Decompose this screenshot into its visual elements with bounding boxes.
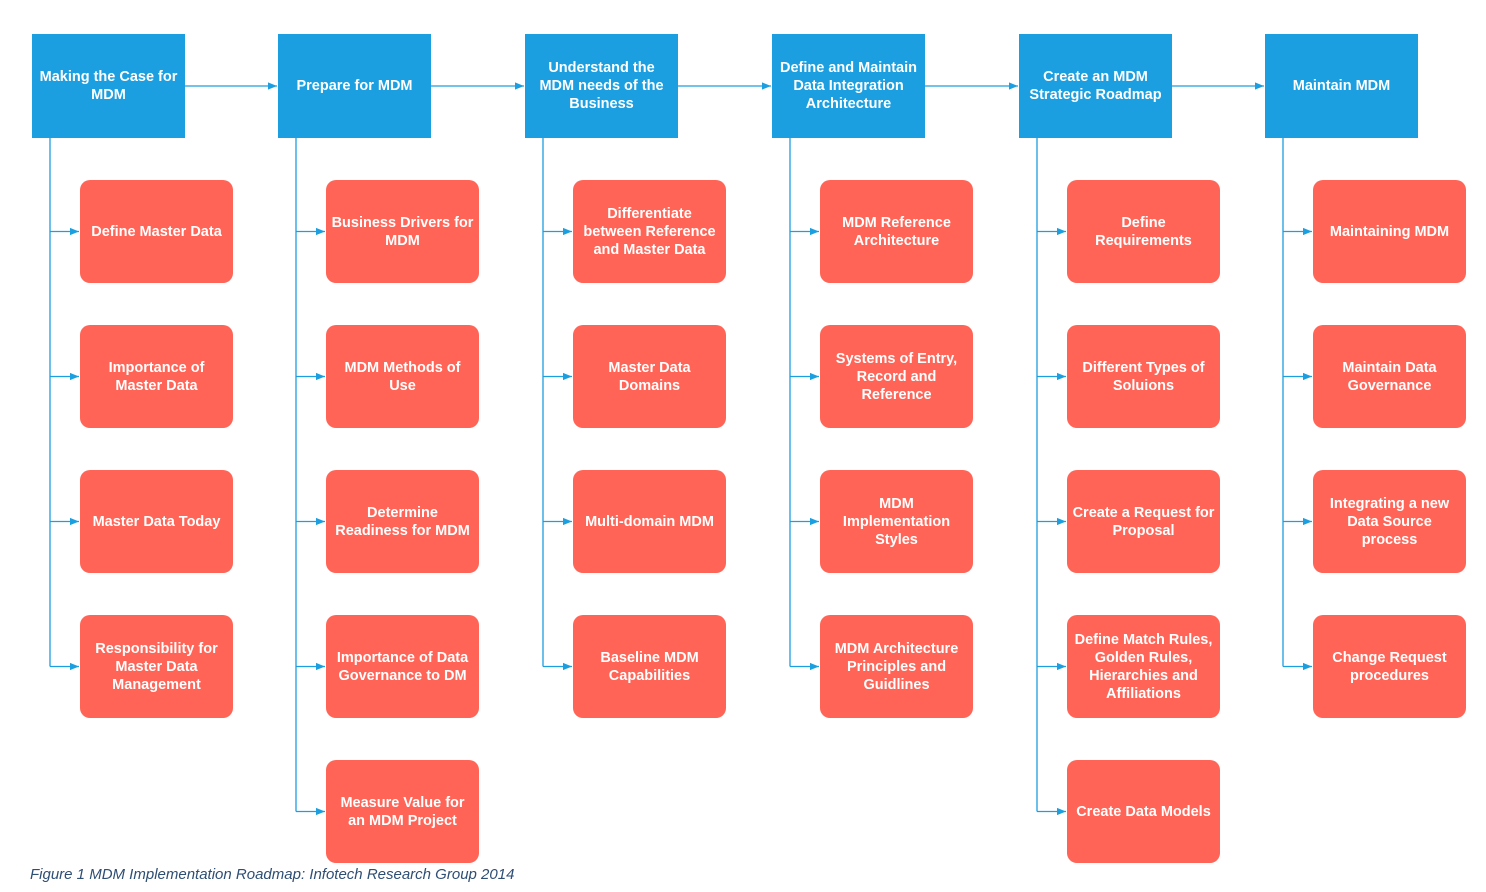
- task-box: Systems of Entry, Record and Reference: [820, 325, 973, 428]
- figure-caption: Figure 1 MDM Implementation Roadmap: Inf…: [30, 866, 515, 883]
- task-box: Measure Value for an MDM Project: [326, 760, 479, 863]
- task-box: Master Data Domains: [573, 325, 726, 428]
- phase-box-3: Understand the MDM needs of the Business: [525, 34, 678, 138]
- task-box: Define Master Data: [80, 180, 233, 283]
- task-box: Change Request procedures: [1313, 615, 1466, 718]
- phase-box-2: Prepare for MDM: [278, 34, 431, 138]
- phase-box-5: Create an MDM Strategic Roadmap: [1019, 34, 1172, 138]
- task-box: Importance of Master Data: [80, 325, 233, 428]
- task-box: Multi-domain MDM: [573, 470, 726, 573]
- task-box: MDM Architecture Principles and Guidline…: [820, 615, 973, 718]
- task-box: Baseline MDM Capabilities: [573, 615, 726, 718]
- task-box: Create Data Models: [1067, 760, 1220, 863]
- task-box: Differentiate between Reference and Mast…: [573, 180, 726, 283]
- task-box: MDM Implementation Styles: [820, 470, 973, 573]
- task-box: Determine Readiness for MDM: [326, 470, 479, 573]
- phase-box-6: Maintain MDM: [1265, 34, 1418, 138]
- phase-box-4: Define and Maintain Data Integration Arc…: [772, 34, 925, 138]
- task-box: MDM Methods of Use: [326, 325, 479, 428]
- task-box: Maintain Data Governance: [1313, 325, 1466, 428]
- task-box: Responsibility for Master Data Managemen…: [80, 615, 233, 718]
- task-box: Business Drivers for MDM: [326, 180, 479, 283]
- task-box: Create a Request for Proposal: [1067, 470, 1220, 573]
- task-box: Maintaining MDM: [1313, 180, 1466, 283]
- phase-box-1: Making the Case for MDM: [32, 34, 185, 138]
- task-box: Integrating a new Data Source process: [1313, 470, 1466, 573]
- task-box: MDM Reference Architecture: [820, 180, 973, 283]
- task-box: Define Requirements: [1067, 180, 1220, 283]
- task-box: Define Match Rules, Golden Rules, Hierar…: [1067, 615, 1220, 718]
- task-box: Different Types of Soluions: [1067, 325, 1220, 428]
- task-box: Master Data Today: [80, 470, 233, 573]
- task-box: Importance of Data Governance to DM: [326, 615, 479, 718]
